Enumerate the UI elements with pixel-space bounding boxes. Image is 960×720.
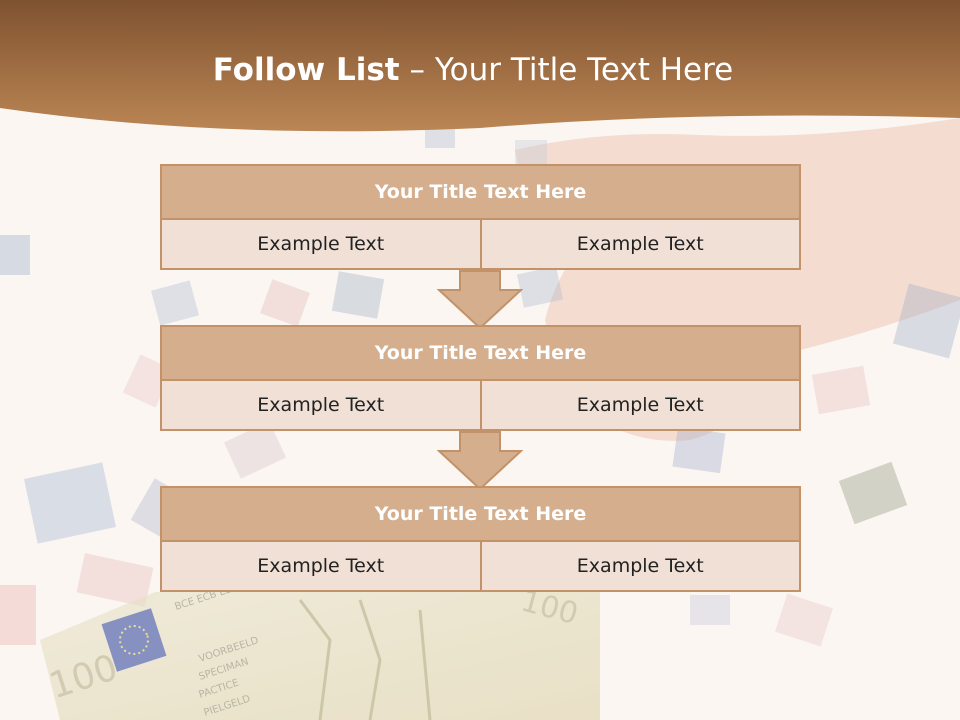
list-block-3: Your Title Text Here Example Text Exampl… — [160, 486, 801, 592]
header-band — [0, 0, 960, 132]
list-block-2: Your Title Text Here Example Text Exampl… — [160, 325, 801, 431]
list-block-1: Your Title Text Here Example Text Exampl… — [160, 164, 801, 270]
block-title: Your Title Text Here — [160, 164, 801, 220]
slide-title: Follow List – Your Title Text Here — [0, 52, 946, 88]
puzzle-pieces — [0, 120, 960, 647]
slide-title-rest: – Your Title Text Here — [399, 52, 734, 88]
block-title: Your Title Text Here — [160, 486, 801, 542]
down-arrow-icon — [437, 270, 523, 330]
block-row: Example Text Example Text — [160, 381, 801, 431]
block-row: Example Text Example Text — [160, 220, 801, 270]
banknote-image: 100 100 BCE ECB EZB VOORBEELD SPECIMAN P… — [40, 582, 600, 720]
block-cell-left: Example Text — [162, 542, 480, 590]
block-row: Example Text Example Text — [160, 542, 801, 592]
block-cell-right: Example Text — [479, 220, 799, 268]
down-arrow-icon — [437, 431, 523, 491]
block-cell-right: Example Text — [479, 381, 799, 429]
block-cell-left: Example Text — [162, 220, 480, 268]
block-cell-right: Example Text — [479, 542, 799, 590]
slide-title-bold: Follow List — [212, 52, 400, 88]
block-title: Your Title Text Here — [160, 325, 801, 381]
block-cell-left: Example Text — [162, 381, 480, 429]
